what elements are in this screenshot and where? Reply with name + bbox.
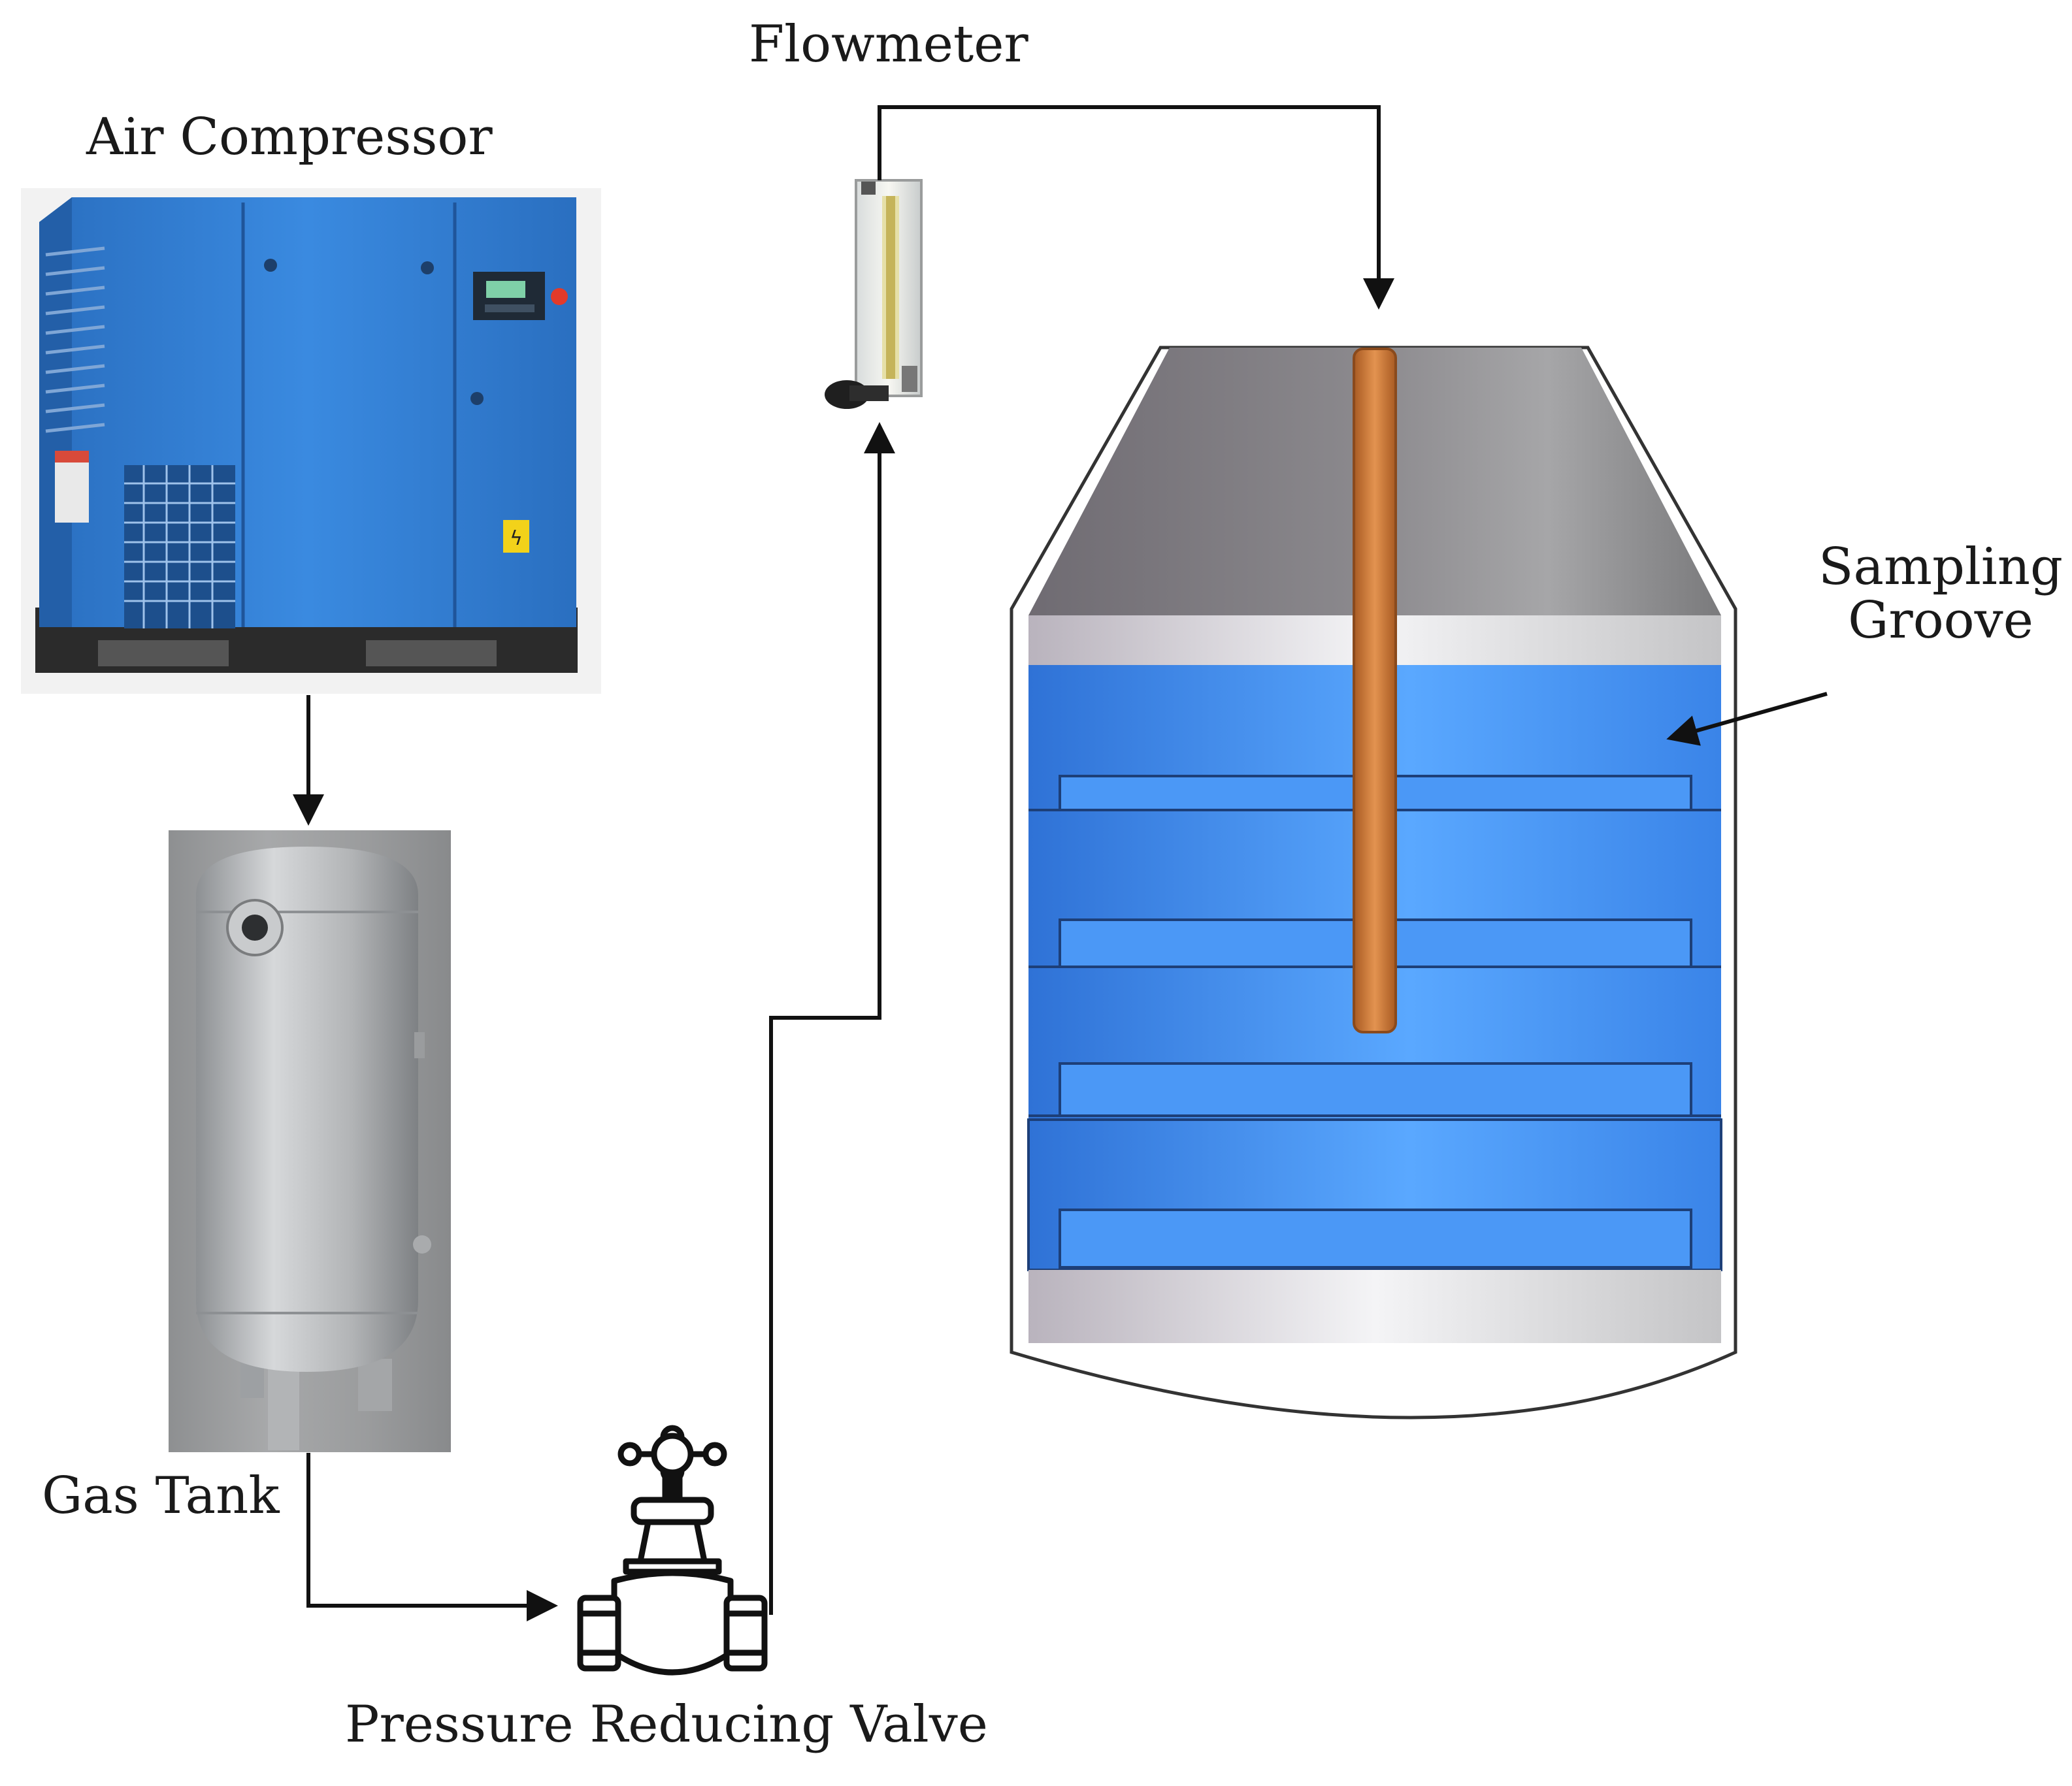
label-gas-tank: Gas Tank [42,1467,280,1525]
flow-connectors [293,105,1828,1621]
label-sampling-groove: Sampling Groove [1810,538,2071,650]
label-pressure-reducing-valve: Pressure Reducing Valve [345,1695,988,1754]
label-sampling-groove-line1: Sampling [1818,538,2063,596]
label-air-compressor: Air Compressor [86,108,493,167]
svg-text:ϟ: ϟ [510,527,523,550]
arrow-tank-to-valve [306,1453,558,1621]
arrow-valve-to-flowmeter [769,422,895,1615]
label-sampling-groove-line2: Groove [1848,591,2033,650]
air-compressor-icon: ϟ [21,188,601,694]
sampling-groove-vessel [1010,346,1737,1420]
label-flowmeter: Flowmeter [749,15,1028,74]
flowmeter-icon [825,179,923,409]
pointer-sampling-groove [1666,692,1828,746]
arrow-flowmeter-to-vessel [878,105,1394,310]
pressure-reducing-valve-icon [577,1425,768,1676]
gas-tank-icon [169,830,451,1452]
